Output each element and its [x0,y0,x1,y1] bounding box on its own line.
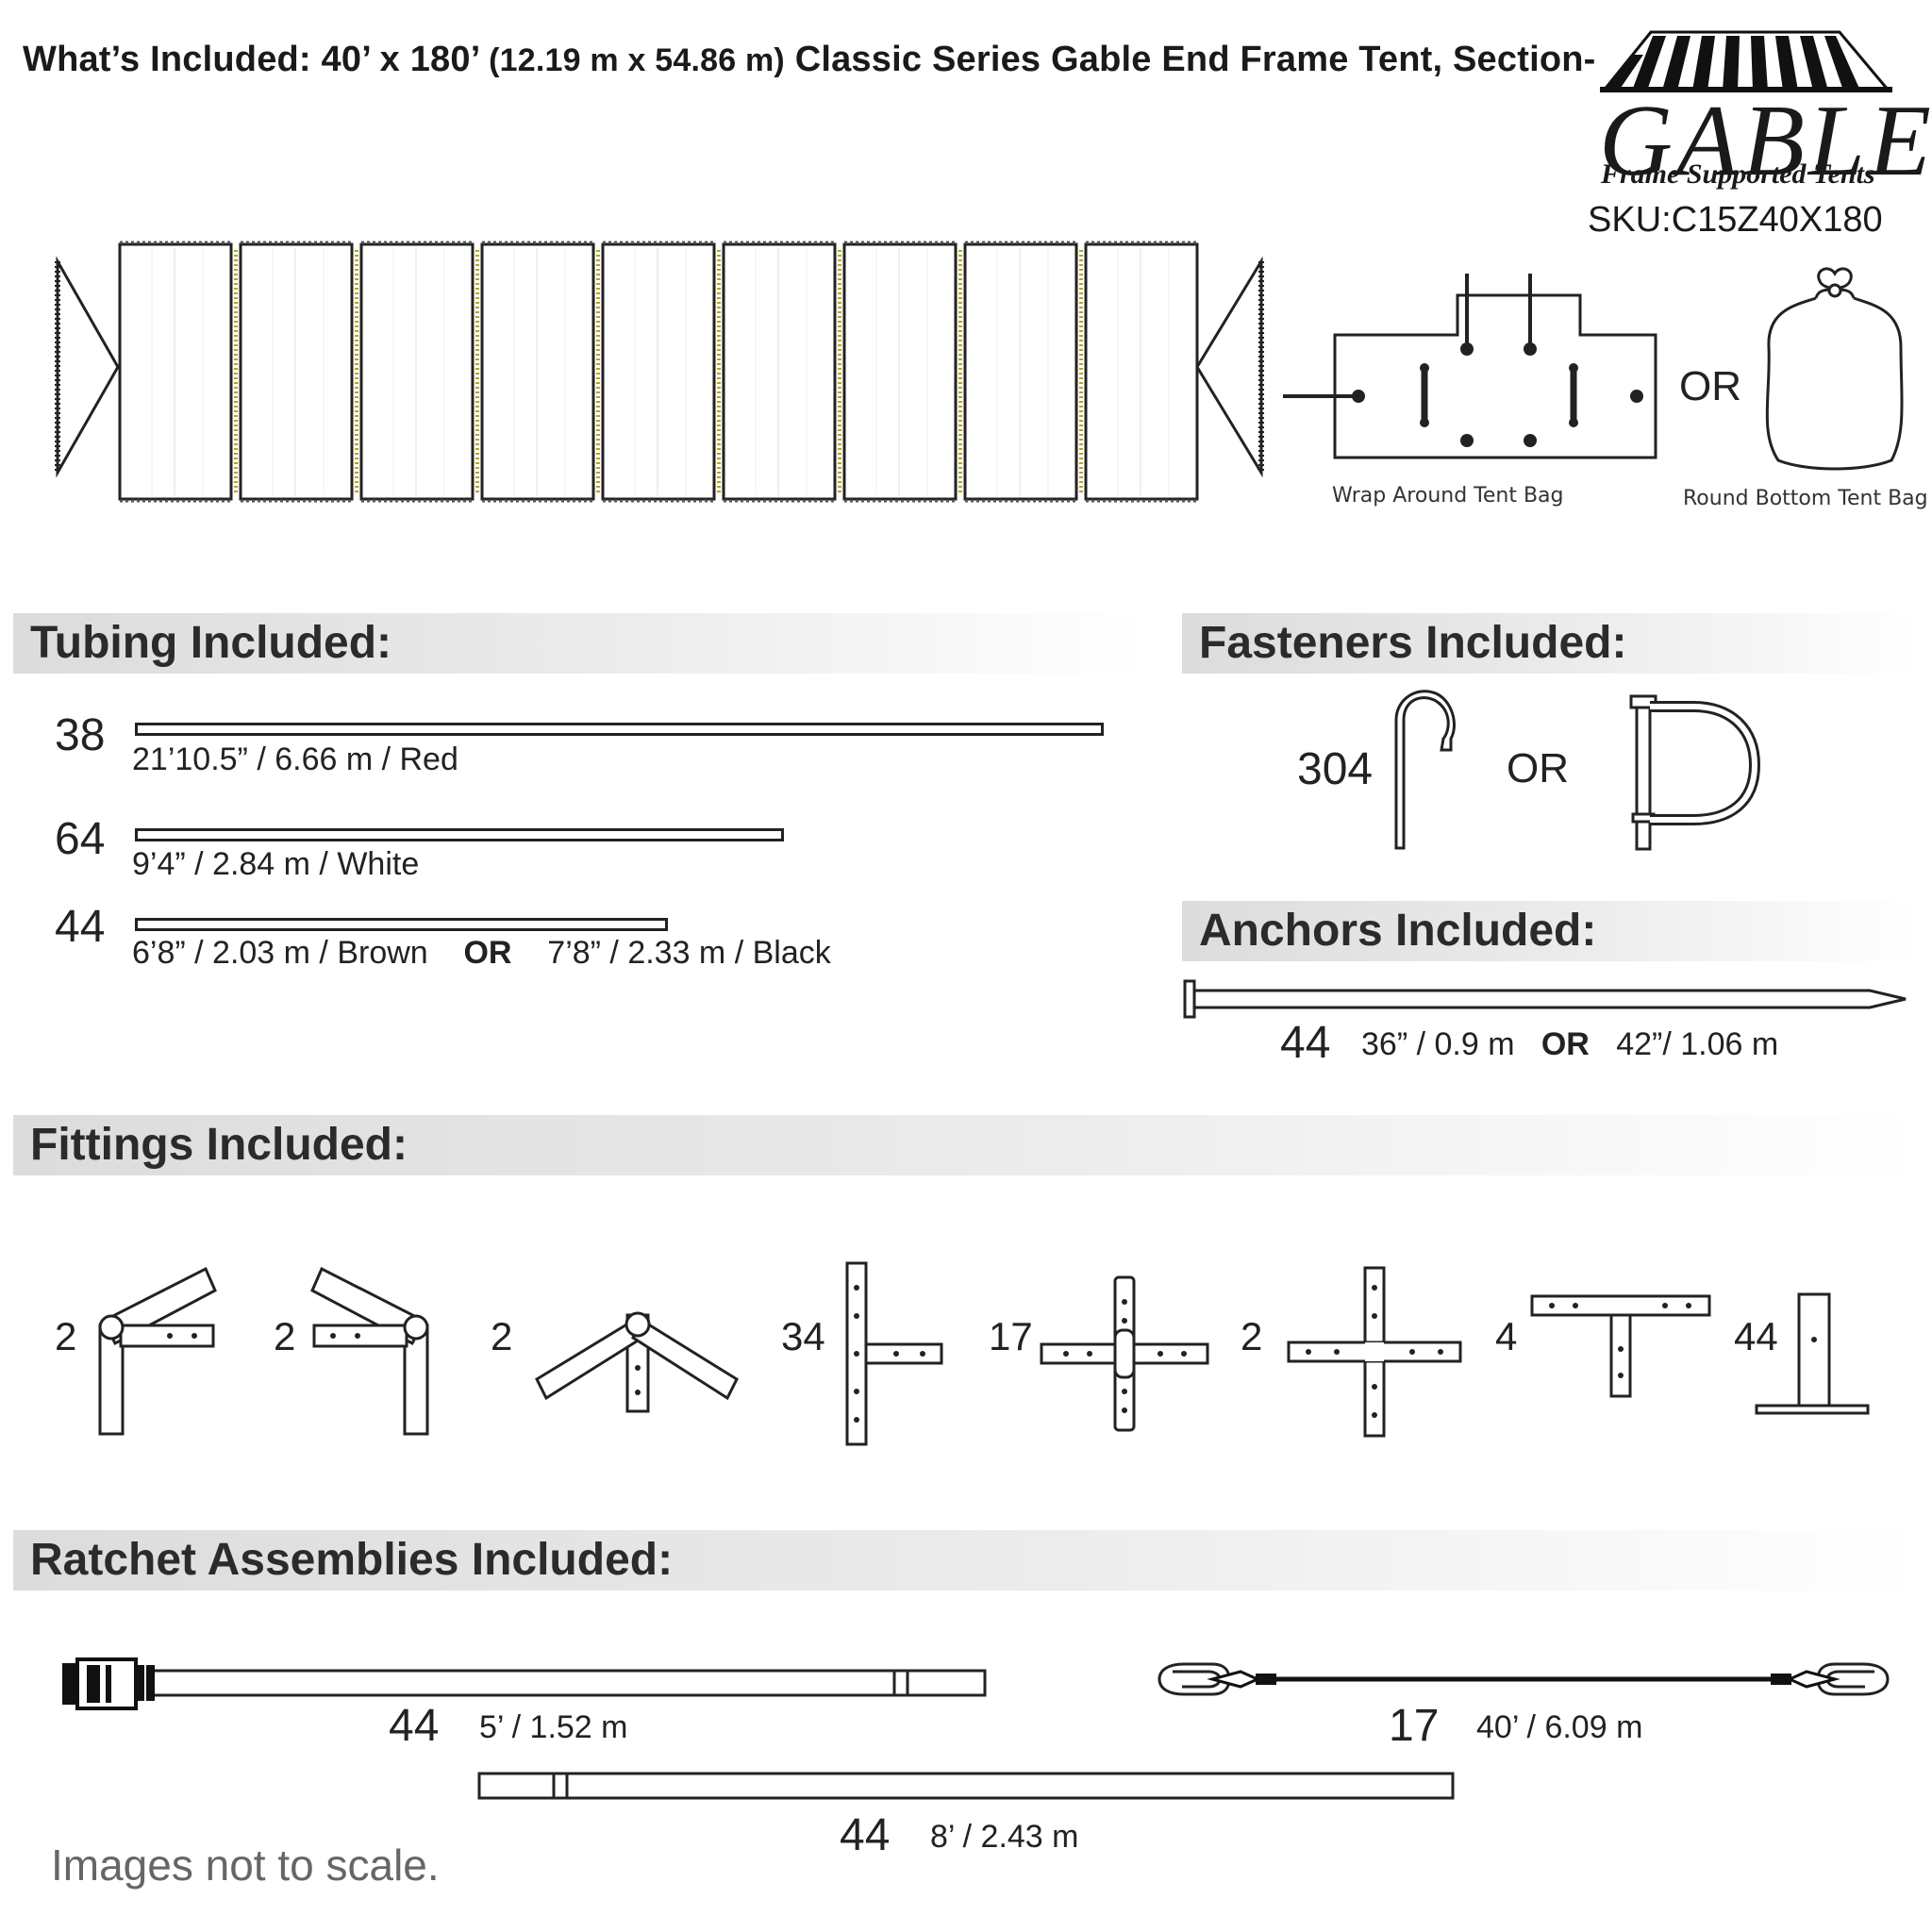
tubing-or-label: OR [463,935,512,971]
tubing-qty-brown-black: 44 [55,902,106,952]
fitting-qty-6: 2 [1241,1314,1263,1358]
not-to-scale-note: Images not to scale. [51,1840,440,1890]
stake-anchor-icon [1183,979,1907,1019]
bag-or-label: OR [1679,363,1741,409]
tent-section-9 [1084,242,1199,501]
fasteners-section-header: Fasteners Included: [1182,613,1918,674]
tent-section-5 [601,242,716,501]
anchors-qty: 44 [1280,1018,1331,1068]
tubing-spec-red: 21’10.5” / 6.66 m / Red [132,741,458,777]
round-bottom-tent-bag-icon [1765,267,1904,471]
ridge-cross-fitting-icon [1040,1275,1209,1432]
logo-word: GABLE [1599,85,1932,197]
tube-brown-black-icon [135,918,668,931]
cable-spec-40ft: 40’ / 6.09 m [1476,1709,1643,1745]
gable-awning-icon [1600,30,1892,92]
tent-section-1 [118,242,233,501]
tubing-spec-black: 7’8” / 2.33 m / Black [547,935,831,971]
ratchet-strap-5ft-icon [62,1657,987,1710]
fasteners-or-label: OR [1507,745,1569,791]
anchors-or-label: OR [1541,1026,1590,1062]
strap-8ft-icon [477,1772,1455,1800]
round-bottom-bag-caption: Round Bottom Tent Bag [1683,487,1928,510]
fittings-heading: Fittings Included: [30,1120,408,1170]
linch-pin-icon [1629,694,1761,851]
fitting-qty-4: 34 [781,1314,825,1358]
left-eave-fitting-icon [98,1266,217,1436]
r-clip-pin-icon [1394,690,1456,850]
fittings-section-header: Fittings Included: [13,1115,1919,1175]
fasteners-heading: Fasteners Included: [1199,618,1627,668]
tent-section-3 [359,242,475,501]
tubing-section-header: Tubing Included: [13,613,1145,674]
tubing-spec-white: 9’4” / 2.84 m / White [132,846,420,882]
cable-qty-40ft: 17 [1389,1701,1440,1751]
tent-gable-end-left [56,256,120,478]
wrap-around-tent-bag-icon [1283,274,1657,459]
page-title: What’s Included: 40’ x 180’ (12.19 m x 5… [23,40,1596,80]
ridge-peak-fitting-icon [535,1311,739,1413]
tee-fitting-icon [845,1261,943,1446]
tent-section-8 [963,242,1078,501]
fitting-qty-3: 2 [491,1314,513,1358]
fitting-qty-7: 4 [1495,1314,1518,1358]
anchors-heading: Anchors Included: [1199,906,1597,956]
tent-gable-end-right [1195,256,1263,478]
tubing-spec-brown: 6’8” / 2.03 m / Brown [132,935,428,971]
tubing-heading: Tubing Included: [30,618,392,668]
strap-spec-8ft: 8’ / 2.43 m [930,1819,1079,1855]
title-main: What’s Included: 40’ x 180’ [23,40,479,79]
tubing-qty-white: 64 [55,814,106,864]
wrap-around-bag-caption: Wrap Around Tent Bag [1332,484,1564,508]
tubing-spec-brown-black: 6’8” / 2.03 m / Brown OR 7’8” / 2.33 m /… [132,935,831,972]
fasteners-qty: 304 [1297,744,1374,794]
tent-section-7 [842,242,958,501]
fitting-qty-5: 17 [989,1314,1033,1358]
strap-qty-8ft: 44 [840,1810,891,1860]
title-rest: Classic Series Gable End Frame Tent, Sec… [794,40,1596,79]
anchors-section-header: Anchors Included: [1182,901,1918,961]
ratchets-heading: Ratchet Assemblies Included: [30,1535,674,1585]
anchors-spec: 36” / 0.9 m OR 42”/ 1.06 m [1361,1026,1778,1063]
anchors-spec-36: 36” / 0.9 m [1361,1026,1515,1062]
tent-section-6 [722,242,837,501]
cable-snap-hook-assembly-icon [1158,1662,1890,1696]
logo-subtitle: Frame Supported Tents [1601,158,1875,190]
ratchets-section-header: Ratchet Assemblies Included: [13,1530,1919,1591]
corner-tee-fitting-icon [1530,1294,1711,1398]
fitting-qty-2: 2 [274,1314,296,1358]
tube-red-icon [135,723,1104,736]
base-plate-icon [1755,1292,1870,1415]
ratchet-qty-5ft: 44 [389,1701,440,1751]
cross-fitting-icon [1287,1266,1462,1438]
title-metric: (12.19 m x 54.86 m) [489,42,785,78]
fitting-qty-8: 44 [1734,1314,1778,1358]
tent-section-4 [480,242,595,501]
tubing-qty-red: 38 [55,710,106,760]
fitting-qty-1: 2 [55,1314,77,1358]
anchors-spec-42: 42”/ 1.06 m [1616,1026,1779,1062]
sku-label: SKU:C15Z40X180 [1588,200,1883,240]
ratchet-spec-5ft: 5’ / 1.52 m [479,1709,628,1745]
tube-white-icon [135,828,784,841]
tent-top-view-diagram [55,241,1264,503]
right-eave-fitting-icon [310,1266,429,1436]
tent-section-2 [239,242,354,501]
